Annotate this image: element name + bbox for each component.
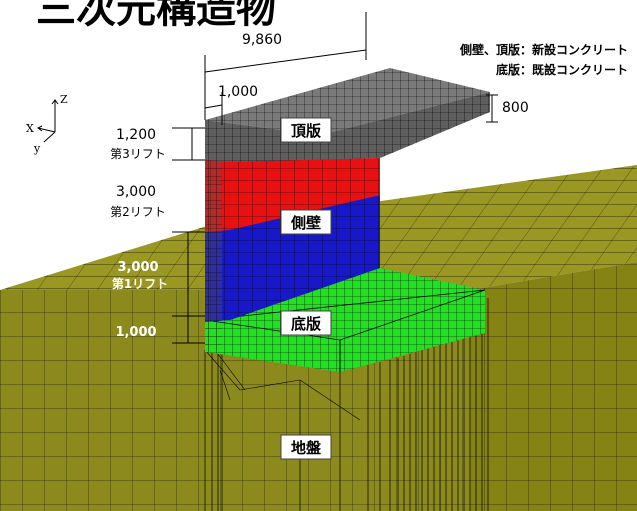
axis-y-label: y [33,142,41,155]
dim-lift1-label: 第1リフト [112,276,168,291]
dim-lift1-height: 3,000 [117,260,158,275]
axis-x-label: X [26,122,34,135]
dim-top-offset: 1,000 [218,84,258,100]
dim-slab-thickness: 800 [502,100,529,116]
dim-lift3-height: 1,200 [116,127,156,143]
side-wall-label: 側壁 [290,214,321,232]
top-slab [205,68,490,162]
legend-line-2: 底版：既設コンクリート [496,62,628,77]
bottom-slab [204,268,486,372]
axis-triad [37,99,59,143]
dim-base-height: 1,000 [115,325,156,340]
side-wall-lift2 [205,158,380,232]
part-labels: 頂版 側壁 底版 地盤 [280,117,332,460]
axis-z-label: Z [60,93,68,106]
side-wall-lift1 [205,195,380,322]
dim-lift2-label: 第2リフト [110,205,166,219]
diagram-title: 三次元構造物 [36,0,276,32]
top-slab-label: 頂版 [291,122,321,140]
bottom-slab-label: 底版 [291,315,321,333]
dim-lift3-label: 第3リフト [110,147,166,161]
dim-lift2-height: 3,000 [116,184,156,200]
dimension-lines [172,12,498,344]
ground-label: 地盤 [291,439,322,457]
side-wall-edge [205,128,222,352]
legend-line-1: 側壁、頂版：新設コンクリート [459,42,628,57]
dim-top-length: 9,860 [242,32,282,48]
